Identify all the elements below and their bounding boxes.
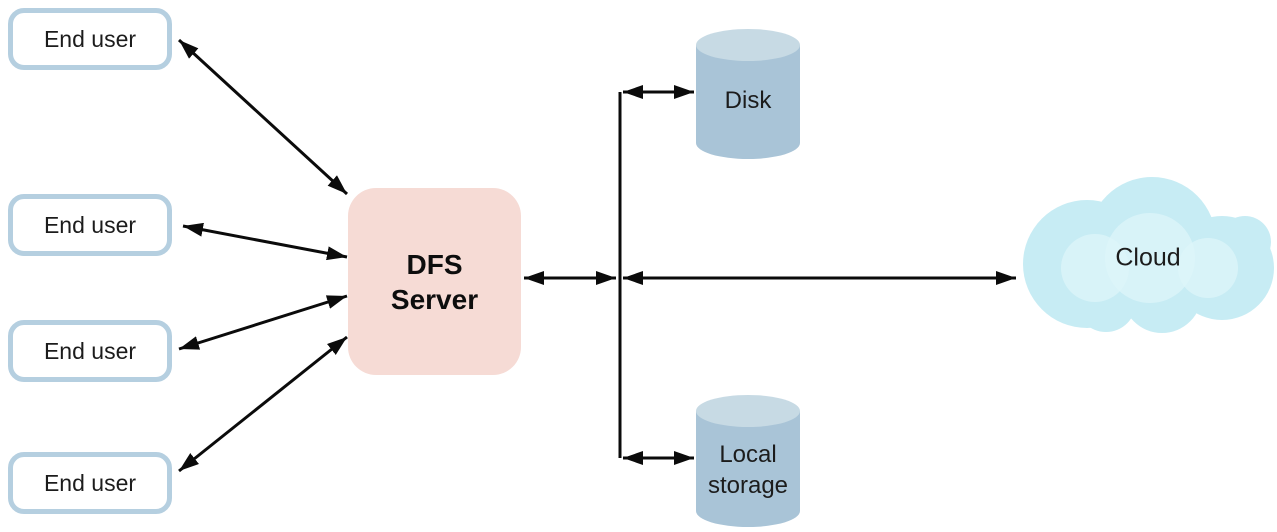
end-user-box-2: End user	[8, 194, 172, 256]
arrow-enduser4-dfs	[178, 335, 348, 473]
cloud-label: Cloud	[1115, 243, 1181, 272]
end-user-label: End user	[43, 211, 137, 238]
arrow-enduser3-dfs	[178, 294, 348, 351]
end-user-label: End user	[43, 25, 137, 52]
disk-cylinder	[696, 29, 800, 159]
arrow-enduser2-dfs	[182, 222, 348, 261]
end-user-box-1: End user	[8, 8, 172, 70]
local-storage-cylinder	[696, 395, 800, 527]
local-storage-label: Local storage	[707, 440, 789, 499]
end-user-label: End user	[43, 469, 137, 496]
cloud-shape	[1023, 177, 1274, 333]
disk-label: Disk	[724, 87, 772, 114]
end-user-box-3: End user	[8, 320, 172, 382]
end-user-label: End user	[43, 337, 137, 364]
dfs-server-label: DFS Server	[390, 248, 479, 315]
dfs-server-box: DFS Server	[348, 188, 521, 375]
arrow-enduser1-dfs	[177, 38, 349, 196]
end-user-box-4: End user	[8, 452, 172, 514]
